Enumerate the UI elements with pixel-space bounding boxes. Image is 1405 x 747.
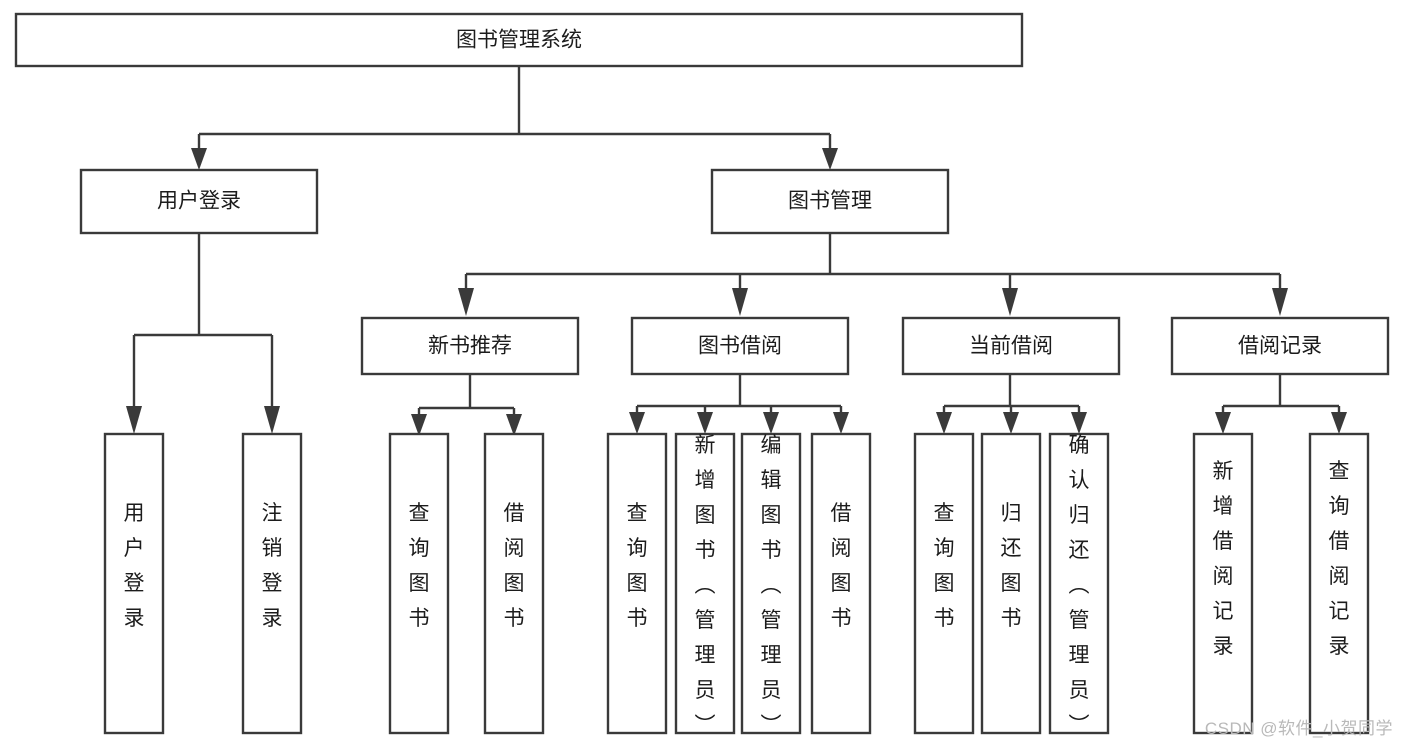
node-leaf-query-book-3[interactable]: 查询图书 [913, 432, 975, 735]
node-leaf-return-book[interactable]: 归还图书 [980, 432, 1042, 735]
node-book-management-label: 图书管理 [788, 190, 872, 213]
node-book-borrow-box[interactable] [630, 316, 850, 376]
csdn-watermark: CSDN @软件_小贺同学 [1204, 719, 1393, 738]
arrowhead-leaf-query-book-3 [936, 412, 952, 434]
arrowhead-leaf-edit-book [763, 412, 779, 434]
arrowhead-current-borrow [1002, 288, 1018, 316]
node-leaf-add-book-label: 新增图书︵管理员︶ [695, 434, 716, 737]
node-leaf-return-book-box[interactable] [980, 432, 1042, 735]
arrowhead-leaf-add-record [1215, 412, 1231, 434]
node-user-login-label: 用户登录 [157, 190, 241, 213]
node-leaf-confirm-return-label: 确认归还︵管理员︶ [1069, 434, 1090, 737]
node-leaf-borrow-book-1-box[interactable] [483, 432, 545, 735]
node-leaf-query-record-label: 查询借阅记录 [1329, 460, 1350, 658]
node-leaf-query-book-2[interactable]: 查询图书 [606, 432, 668, 735]
node-book-management[interactable]: 图书管理 [710, 168, 950, 235]
node-leaf-query-book-3-label: 查询图书 [934, 502, 955, 630]
node-root[interactable]: 图书管理系统 [14, 12, 1024, 68]
node-leaf-query-book-1[interactable]: 查询图书 [388, 432, 450, 735]
arrowhead-borrow-record [1272, 288, 1288, 316]
node-leaf-return-book-label: 归还图书 [1001, 502, 1022, 630]
node-borrow-record-box[interactable] [1170, 316, 1390, 376]
node-borrow-record-label: 借阅记录 [1238, 335, 1322, 358]
arrowhead-user-login [191, 148, 207, 170]
node-root-label: 图书管理系统 [456, 29, 582, 52]
node-leaf-borrow-book-1[interactable]: 借阅图书 [483, 432, 545, 735]
node-current-borrow[interactable]: 当前借阅 [901, 316, 1121, 376]
node-leaf-add-book[interactable]: 新增图书︵管理员︶ [674, 432, 736, 737]
node-leaf-add-record-label: 新增借阅记录 [1213, 460, 1234, 658]
node-leaf-user-login[interactable]: 用户登录 [103, 432, 165, 735]
node-leaf-logout-login-box[interactable] [241, 432, 303, 735]
node-root-box[interactable] [14, 12, 1024, 68]
node-leaf-query-book-1-box[interactable] [388, 432, 450, 735]
node-leaf-logout-login-label: 注销登录 [262, 502, 283, 630]
node-leaf-borrow-book-2-label: 借阅图书 [831, 502, 852, 630]
arrowhead-leaf-return-book [1003, 412, 1019, 434]
node-user-login[interactable]: 用户登录 [79, 168, 319, 235]
node-leaf-query-book-2-label: 查询图书 [627, 502, 648, 630]
node-leaf-borrow-book-2-box[interactable] [810, 432, 872, 735]
node-leaf-add-book-box[interactable] [674, 432, 736, 735]
node-book-management-box[interactable] [710, 168, 950, 235]
node-new-book-recommend[interactable]: 新书推荐 [360, 316, 580, 376]
node-leaf-add-record-box[interactable] [1192, 432, 1254, 735]
node-current-borrow-label: 当前借阅 [969, 335, 1053, 358]
arrowhead-leaf-confirm-return [1071, 412, 1087, 434]
node-leaf-add-record[interactable]: 新增借阅记录 [1192, 432, 1254, 735]
node-book-borrow-label: 图书借阅 [698, 335, 782, 358]
arrowhead-leaf-borrow-book-2 [833, 412, 849, 434]
node-borrow-record[interactable]: 借阅记录 [1170, 316, 1390, 376]
arrowhead-book-borrow [732, 288, 748, 316]
node-leaf-confirm-return-box[interactable] [1048, 432, 1110, 735]
node-leaf-edit-book-box[interactable] [740, 432, 802, 735]
arrowhead-leaf-add-book [697, 412, 713, 434]
node-leaf-query-book-1-label: 查询图书 [409, 502, 430, 630]
node-leaf-borrow-book-1-label: 借阅图书 [504, 502, 525, 630]
node-leaf-edit-book-label: 编辑图书︵管理员︶ [761, 434, 782, 737]
node-new-book-recommend-label: 新书推荐 [428, 335, 512, 358]
arrowhead-leaf-query-record [1331, 412, 1347, 434]
arrowhead-leaf-query-book-1 [411, 414, 427, 436]
arrowhead-leaf-user-login [126, 406, 142, 434]
node-leaf-confirm-return[interactable]: 确认归还︵管理员︶ [1048, 432, 1110, 737]
node-leaf-query-record[interactable]: 查询借阅记录 [1308, 432, 1370, 735]
arrowhead-leaf-borrow-book-1 [506, 414, 522, 436]
node-user-login-box[interactable] [79, 168, 319, 235]
arrowhead-leaf-query-book-2 [629, 412, 645, 434]
node-leaf-query-book-3-box[interactable] [913, 432, 975, 735]
node-leaf-edit-book[interactable]: 编辑图书︵管理员︶ [740, 432, 802, 737]
node-current-borrow-box[interactable] [901, 316, 1121, 376]
node-new-book-recommend-box[interactable] [360, 316, 580, 376]
arrowhead-book-management [822, 148, 838, 170]
node-leaf-user-login-box[interactable] [103, 432, 165, 735]
node-book-borrow[interactable]: 图书借阅 [630, 316, 850, 376]
node-leaf-logout-login[interactable]: 注销登录 [241, 432, 303, 735]
node-leaf-borrow-book-2[interactable]: 借阅图书 [810, 432, 872, 735]
node-leaf-query-book-2-box[interactable] [606, 432, 668, 735]
node-leaf-user-login-label: 用户登录 [124, 502, 145, 630]
arrowhead-new-book-recommend [458, 288, 474, 316]
connector-layer [126, 66, 1347, 436]
arrowhead-leaf-logout-login [264, 406, 280, 434]
node-leaf-query-record-box[interactable] [1308, 432, 1370, 735]
